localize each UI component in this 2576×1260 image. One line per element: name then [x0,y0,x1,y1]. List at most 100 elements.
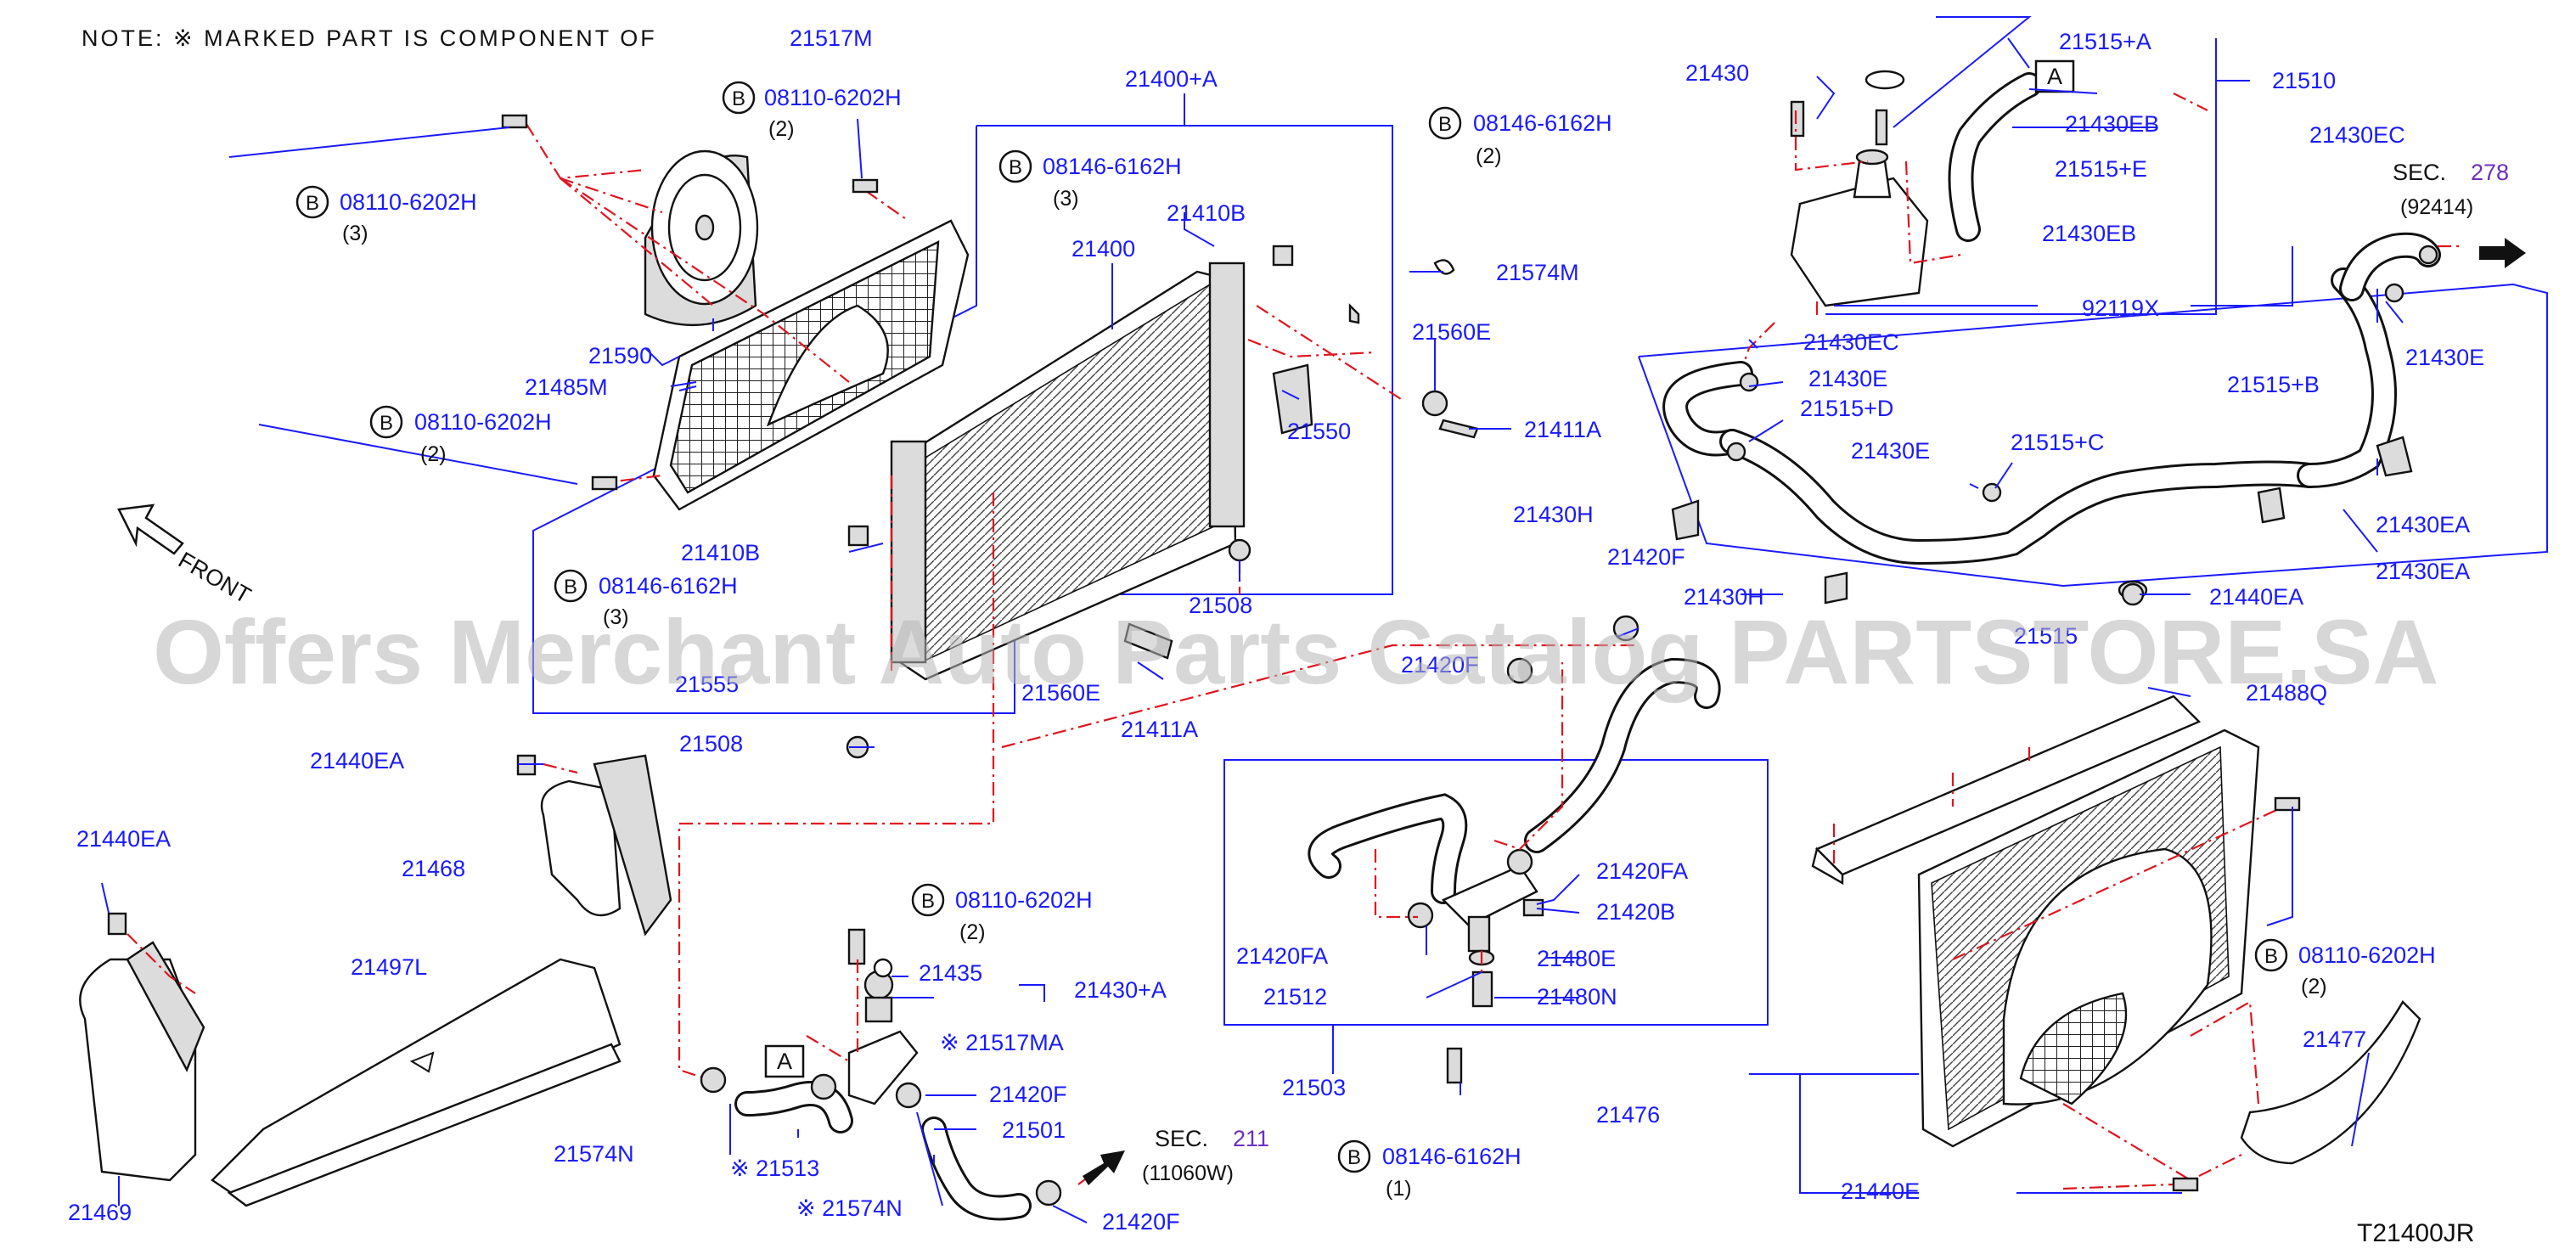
label-21411a-bot[interactable]: 21411A [1121,717,1198,742]
label-21430h-2[interactable]: 21430H [1684,584,1764,610]
label-21430a[interactable]: 21430+A [1074,977,1167,1003]
lower-hose-group-box [1223,759,1769,1026]
leader-lines [101,16,2404,1223]
bolt-b3-qty: (3) [1053,187,1079,211]
bolt-callout-b6[interactable]: B 08146-6162H (3) [554,569,738,629]
label-21513[interactable]: ※ 21513 [730,1156,819,1181]
label-21469[interactable]: 21469 [68,1200,132,1225]
bolt-b6-qty: (3) [603,605,629,629]
label-21420f-low[interactable]: 21420F [989,1082,1067,1107]
label-21468[interactable]: 21468 [402,856,465,881]
label-21497l[interactable]: 21497L [351,954,427,980]
label-21430ec-top[interactable]: 21430EC [2309,122,2405,148]
label-21477[interactable]: 21477 [2303,1027,2366,1052]
label-21411a-top[interactable]: 21411A [1524,417,1601,442]
label-21430ec-mid[interactable]: 21430EC [1803,329,1899,355]
label-21485m[interactable]: 21485M [525,374,608,400]
radiator-small-parts [846,245,1479,759]
label-21480n[interactable]: 21480N [1537,984,1617,1010]
radiator-21400 [890,262,1246,681]
label-21420f-top[interactable]: 21420F [1607,544,1685,570]
label-21550[interactable]: 21550 [1287,419,1351,444]
label-21430e-1[interactable]: 21430E [1808,366,1887,391]
section-ref-278[interactable]: SEC. 278 (92414) [2393,160,2509,219]
bolt-callout-b8[interactable]: B 08146-6162H (1) [1337,1139,1521,1201]
bolt-b9-qty: (2) [2301,975,2327,998]
label-21555[interactable]: 21555 [675,672,739,697]
label-21574n-bot[interactable]: ※ 21574N [796,1195,903,1221]
label-21510[interactable]: 21510 [2272,68,2336,93]
label-21515[interactable]: 21515 [2014,623,2078,649]
label-21440ea-right[interactable]: 21440EA [2209,584,2303,610]
air-guide-21468 [516,754,672,937]
bolt-b1-code: 08110-6202H [764,85,902,110]
label-21400a[interactable]: 21400+A [1125,66,1218,92]
label-21400[interactable]: 21400 [1071,236,1135,262]
label-21508-bot[interactable]: 21508 [679,731,743,757]
label-21503[interactable]: 21503 [1282,1075,1346,1100]
sec-278-num[interactable]: 278 [2471,160,2509,185]
label-21515b[interactable]: 21515+B [2227,372,2320,397]
bolt-b5-qty: (2) [420,442,447,466]
bolt-b7-prefix: B [921,890,935,913]
label-21430ea-2[interactable]: 21430EA [2376,559,2470,584]
label-21515c[interactable]: 21515+C [2011,430,2104,455]
note-part-link[interactable]: 21517M [790,25,873,51]
bolt-icons-left [501,114,879,491]
label-21430e-right[interactable]: 21430E [2405,345,2484,370]
bolt-callout-b4[interactable]: B 08146-6162H (2) [1428,106,1612,168]
label-21430[interactable]: 21430 [1685,60,1749,86]
label-21560e-bot[interactable]: 21560E [1021,680,1100,706]
label-21430h-1[interactable]: 21430H [1513,502,1594,527]
label-21590[interactable]: 21590 [588,343,652,368]
bolt-b3-prefix: B [1009,156,1022,179]
label-21410b-top[interactable]: 21410B [1167,200,1246,226]
label-21435[interactable]: 21435 [919,960,982,986]
bolt-callout-b9[interactable]: B 08110-6202H (2) [2254,938,2436,998]
label-21508-top[interactable]: 21508 [1189,593,1252,618]
section-ref-211[interactable]: SEC. 211 (11060W) [1142,1126,1269,1185]
lower-hoses-21503 [1308,657,1721,953]
bolt-callout-b3[interactable]: B 08146-6162H (3) [998,149,1182,211]
bolt-b4-code: 08146-6162H [1473,110,1612,136]
label-21440e[interactable]: 21440E [1841,1178,1920,1204]
label-21501[interactable]: 21501 [1002,1117,1066,1143]
label-21410b-left[interactable]: 21410B [681,540,760,565]
label-21420fa-right[interactable]: 21420FA [1596,858,1688,884]
label-21440ea-mid[interactable]: 21440EA [310,748,404,773]
box-a-top [2034,59,2075,93]
bolt-callout-b5[interactable]: B 08110-6202H (2) [369,405,552,466]
label-21420f-mid[interactable]: 21420F [1401,652,1479,678]
bolt-callout-b1[interactable]: B 08110-6202H (2) [722,81,902,141]
label-21574n-left[interactable]: 21574N [554,1141,634,1167]
label-21517ma[interactable]: ※ 21517MA [940,1030,1064,1055]
label-92119x[interactable]: 92119X [2082,295,2159,321]
section-278-arrow[interactable] [2479,238,2526,268]
label-21480e[interactable]: 21480E [1537,946,1616,971]
label-21430eb-bot[interactable]: 21430EB [2042,221,2136,246]
label-21420fa-left[interactable]: 21420FA [1236,943,1328,969]
label-21430ea-1[interactable]: 21430EA [2376,512,2470,537]
label-21574m[interactable]: 21574M [1496,260,1579,285]
label-21430e-2[interactable]: 21430E [1851,438,1930,464]
label-21420f-bot[interactable]: 21420F [1102,1209,1180,1235]
bolt-b8-code: 08146-6162H [1382,1144,1521,1169]
label-21560e-top[interactable]: 21560E [1412,319,1491,345]
label-21512[interactable]: 21512 [1263,984,1327,1010]
bolt-callout-b7[interactable]: B 08110-6202H (2) [911,883,1093,944]
bolt-callout-b2[interactable]: B 08110-6202H (3) [295,185,477,245]
label-21440ea-left[interactable]: 21440EA [76,826,171,852]
section-211-arrow[interactable] [1083,1150,1125,1185]
label-21420b[interactable]: 21420B [1596,899,1675,925]
label-21515e[interactable]: 21515+E [2055,156,2147,182]
lower-hose-21513-21501 [700,928,1062,1221]
label-21515d[interactable]: 21515+D [1800,396,1893,421]
sec-211-num[interactable]: 211 [1233,1126,1269,1151]
label-21476[interactable]: 21476 [1596,1102,1660,1128]
label-21488q[interactable]: 21488Q [2246,680,2327,706]
label-21515a[interactable]: 21515+A [2059,29,2151,54]
under-cover-21497l [211,958,622,1207]
label-21430eb-top[interactable]: 21430EB [2065,111,2159,137]
watermark: Offers Merchant Auto Parts Catalog PARTS… [153,600,2438,703]
